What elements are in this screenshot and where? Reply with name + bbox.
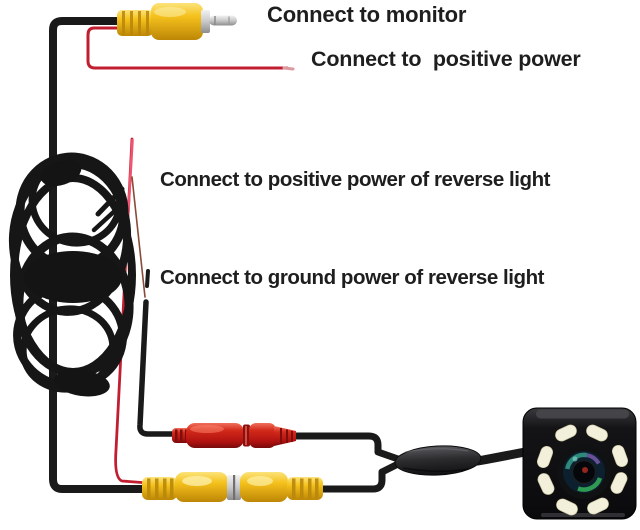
led [586,424,608,442]
coil-cinch [24,251,122,303]
yellow-strain-relief-left [142,477,177,500]
led [587,497,609,515]
lens-glint [572,456,578,462]
led [556,498,578,516]
led [536,446,554,468]
coil-end-stub [91,204,122,233]
camera-leds [536,424,629,516]
bare-strand [131,176,146,298]
red-wires [86,26,295,485]
camera-lens [557,445,611,499]
plug-pin [209,15,237,26]
red-socket-taper [274,426,296,446]
plug-strain-relief [117,10,153,36]
video-connector-pair [142,472,323,502]
coil-top-knot [40,159,82,187]
yellow-strain-relief-right [287,477,323,500]
red-socket-body [249,423,276,448]
label-reverse-light-positive: Connect to positive power of reverse lig… [160,168,551,191]
y-splitter [394,445,482,476]
coil-end-stub [95,186,125,217]
camera-bottom-edge [541,513,625,517]
camera-cable [473,446,535,466]
label-connect-to-positive-power: Connect to positive power [311,47,581,71]
label-reverse-light-ground: Connect to ground power of reverse light [160,266,545,289]
power-connector-pair [172,423,296,448]
lens-red-dot [582,467,588,473]
led [537,473,555,495]
positive-power-wire [86,26,289,70]
led [555,424,577,442]
camera-top-bevel [536,409,629,419]
label-connect-to-monitor: Connect to monitor [267,2,467,27]
reverse-camera [522,407,637,520]
power-branch-wire [288,432,402,463]
monitor-plug [117,3,237,40]
reverse-ground-wire [137,299,181,437]
led [610,472,628,494]
positive-power-wire-tip [282,66,295,71]
coil-bottom-knot [54,369,110,397]
led [611,445,629,467]
video-branch-wire [316,460,402,493]
cable-coil [8,152,136,397]
plug-collar [201,10,210,33]
reverse-ground-wire-tip [145,269,150,288]
